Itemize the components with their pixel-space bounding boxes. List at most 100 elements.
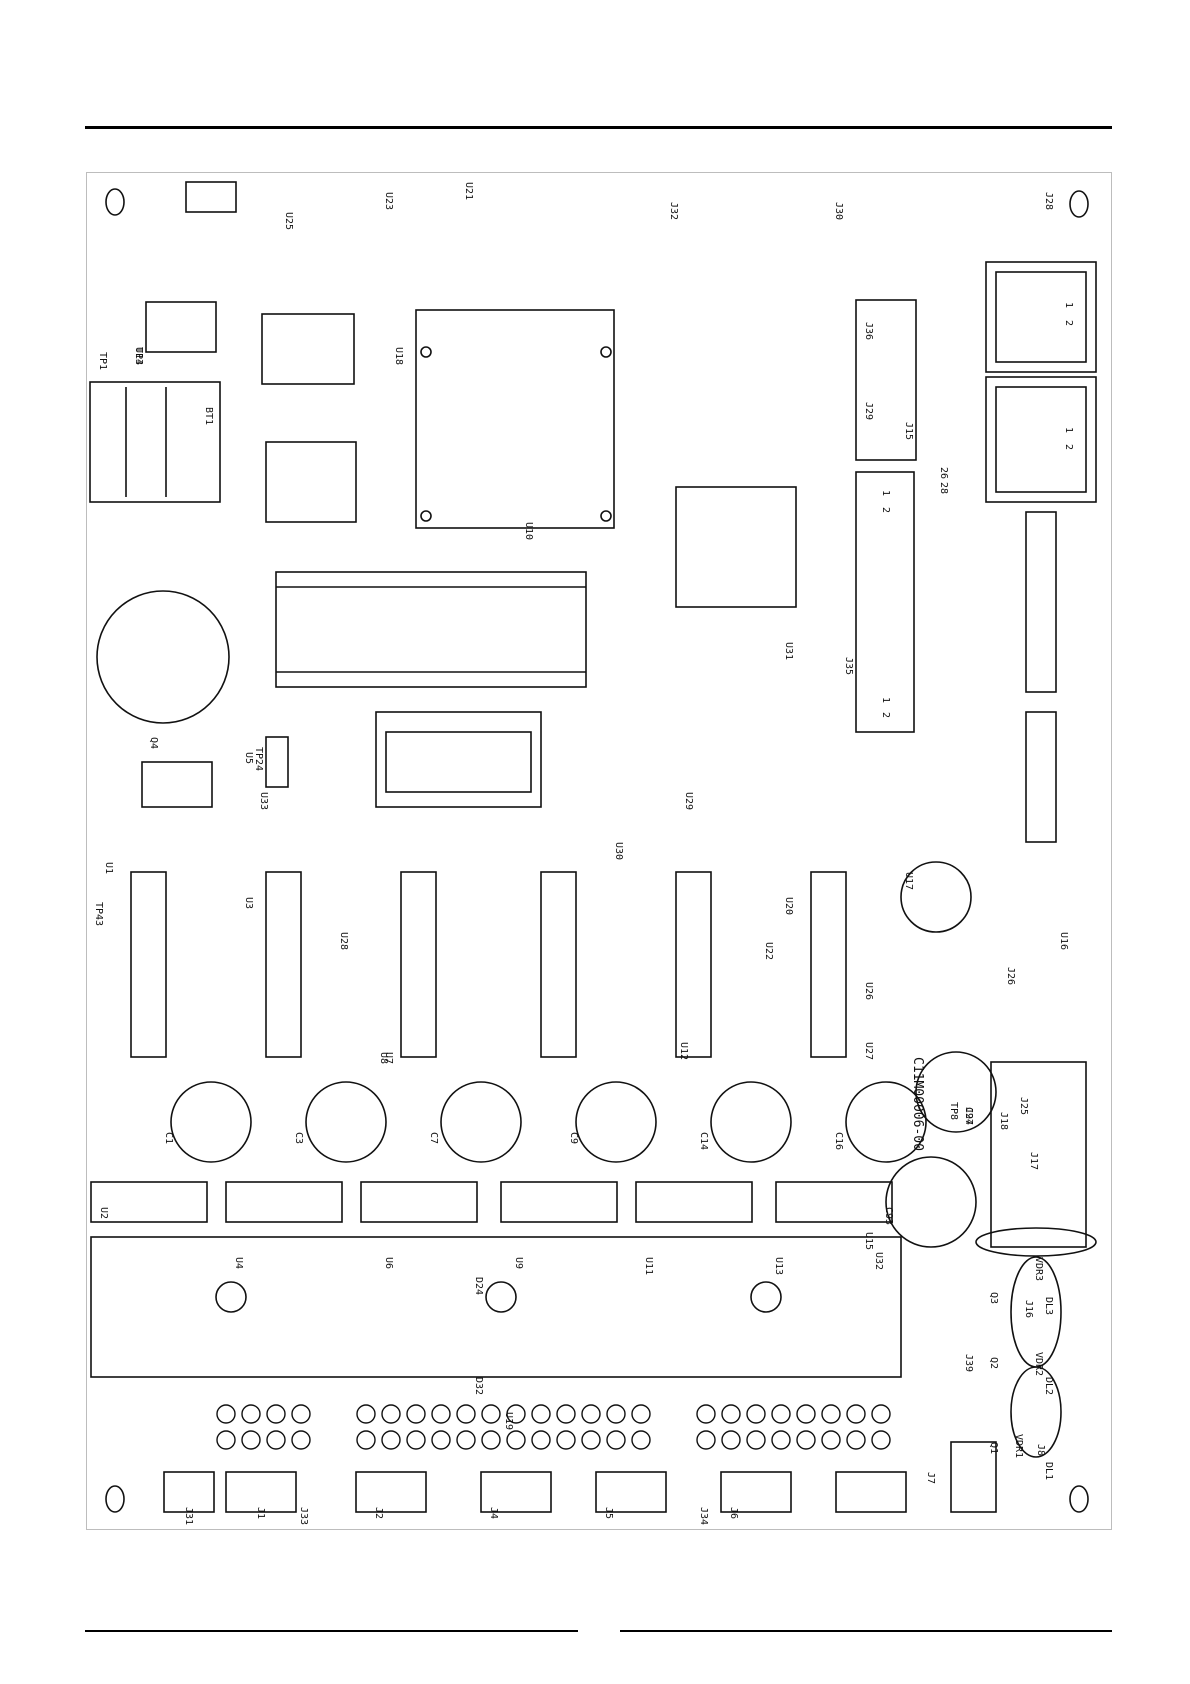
component-label: U4 bbox=[233, 1257, 244, 1269]
component-label: U11 bbox=[643, 1257, 654, 1275]
component-label: Q1 bbox=[988, 1442, 999, 1454]
mounting-hole bbox=[105, 188, 125, 216]
component-label: U10 bbox=[523, 522, 534, 540]
component-label: C7 bbox=[428, 1132, 439, 1144]
board-frame bbox=[86, 172, 1112, 1530]
component-label: TP1 bbox=[97, 352, 108, 370]
component-label: U14 bbox=[133, 347, 144, 365]
component-label: J1 bbox=[255, 1507, 266, 1519]
component-label: J33 bbox=[298, 1507, 309, 1525]
component-label: U15 bbox=[863, 1232, 874, 1250]
component-label: U30 bbox=[613, 842, 624, 860]
component-label: U22 bbox=[763, 942, 774, 960]
component-label: U1 bbox=[103, 862, 114, 874]
component-label: J34 bbox=[698, 1507, 709, 1525]
component-label: J25 bbox=[1018, 1097, 1029, 1115]
bottom-rule-right bbox=[620, 1630, 1112, 1632]
component-label: 2 bbox=[1063, 320, 1074, 326]
board-part-number: C11M00006-00 bbox=[910, 1057, 925, 1151]
component-label: C9 bbox=[568, 1132, 579, 1144]
component-label: U31 bbox=[783, 642, 794, 660]
component-label: TP43 bbox=[93, 902, 104, 926]
component-label: U26 bbox=[863, 982, 874, 1000]
component-label: VDR3 bbox=[1033, 1257, 1044, 1281]
component-label: J27 bbox=[963, 1107, 974, 1125]
component-label: 2 bbox=[1063, 444, 1074, 450]
component-label: J39 bbox=[963, 1354, 974, 1372]
component-label: J16 bbox=[1023, 1300, 1034, 1318]
connector-j34 bbox=[855, 471, 915, 733]
buzzer-outline bbox=[96, 590, 230, 724]
connector-j17 bbox=[990, 1061, 1087, 1248]
component-label: U18 bbox=[393, 347, 404, 365]
connector-j25 bbox=[985, 261, 1097, 373]
component-label: U32 bbox=[873, 1252, 884, 1270]
component-label: DL2 bbox=[1043, 1377, 1054, 1395]
connector-j35 bbox=[855, 299, 917, 461]
component-label: Q3 bbox=[988, 1292, 999, 1304]
component-label: J30 bbox=[833, 202, 844, 220]
connector-j26 bbox=[985, 376, 1097, 503]
component-label: U2 bbox=[98, 1207, 109, 1219]
header-block bbox=[275, 571, 587, 688]
component-label: J8 bbox=[1035, 1444, 1046, 1456]
component-label: TP24 bbox=[253, 747, 264, 771]
component-label: U7 bbox=[383, 1052, 394, 1064]
component-label: U9 bbox=[513, 1257, 524, 1269]
component-label: J15 bbox=[903, 422, 914, 440]
component-label: Q4 bbox=[148, 737, 159, 749]
component-label: DL1 bbox=[1043, 1462, 1054, 1480]
component-label: U29 bbox=[683, 792, 694, 810]
component-label: C93 bbox=[883, 1207, 894, 1225]
component-label: J5 bbox=[603, 1507, 614, 1519]
mcu-outline bbox=[415, 309, 615, 529]
component-label: 1 bbox=[1063, 302, 1074, 308]
component-label: J6 bbox=[728, 1507, 739, 1519]
component-label: J29 bbox=[863, 402, 874, 420]
component-label: 2 bbox=[880, 712, 891, 718]
component-label: U33 bbox=[258, 792, 269, 810]
component-label: C14 bbox=[698, 1132, 709, 1150]
component-label: 28 bbox=[938, 482, 949, 494]
component-label: 2 bbox=[880, 507, 891, 513]
component-label: 1 bbox=[880, 490, 891, 496]
component-label: U6 bbox=[383, 1257, 394, 1269]
secondary-ic-outline bbox=[675, 486, 797, 608]
component-label: J31 bbox=[183, 1507, 194, 1525]
component-label: U27 bbox=[863, 1042, 874, 1060]
component-label: U12 bbox=[678, 1042, 689, 1060]
mounting-hole bbox=[105, 1485, 125, 1513]
component-label: C3 bbox=[293, 1132, 304, 1144]
battery-outline bbox=[89, 381, 221, 503]
component-label: J28 bbox=[1043, 192, 1054, 210]
component-label: TP3 bbox=[133, 347, 144, 365]
component-label: U13 bbox=[773, 1257, 784, 1275]
component-label: U21 bbox=[463, 182, 474, 200]
component-label: U17 bbox=[903, 872, 914, 890]
component-label: J4 bbox=[488, 1507, 499, 1519]
component-label: Q2 bbox=[988, 1357, 999, 1369]
component-label: C94 bbox=[963, 1107, 974, 1125]
component-label: J18 bbox=[998, 1112, 1009, 1130]
component-label: C16 bbox=[833, 1132, 844, 1150]
component-label: U28 bbox=[338, 932, 349, 950]
component-label: D32 bbox=[473, 1377, 484, 1395]
component-label: 1 bbox=[1063, 427, 1074, 433]
component-label: J32 bbox=[668, 202, 679, 220]
bottom-rule-left bbox=[85, 1630, 578, 1632]
mounting-hole bbox=[1069, 1485, 1089, 1513]
component-label: DL3 bbox=[1043, 1297, 1054, 1315]
component-label: U8 bbox=[378, 1052, 389, 1064]
component-label: U3 bbox=[243, 897, 254, 909]
component-label: 26 bbox=[938, 467, 949, 479]
component-label: J2 bbox=[373, 1507, 384, 1519]
component-label: TP8 bbox=[948, 1102, 959, 1120]
component-label: J35 bbox=[843, 657, 854, 675]
component-label: D24 bbox=[473, 1277, 484, 1295]
component-label: J26 bbox=[1005, 967, 1016, 985]
component-label: VDR1 bbox=[1013, 1434, 1024, 1458]
component-label: U20 bbox=[783, 897, 794, 915]
mounting-hole bbox=[1069, 190, 1089, 218]
component-label: 1 bbox=[880, 697, 891, 703]
